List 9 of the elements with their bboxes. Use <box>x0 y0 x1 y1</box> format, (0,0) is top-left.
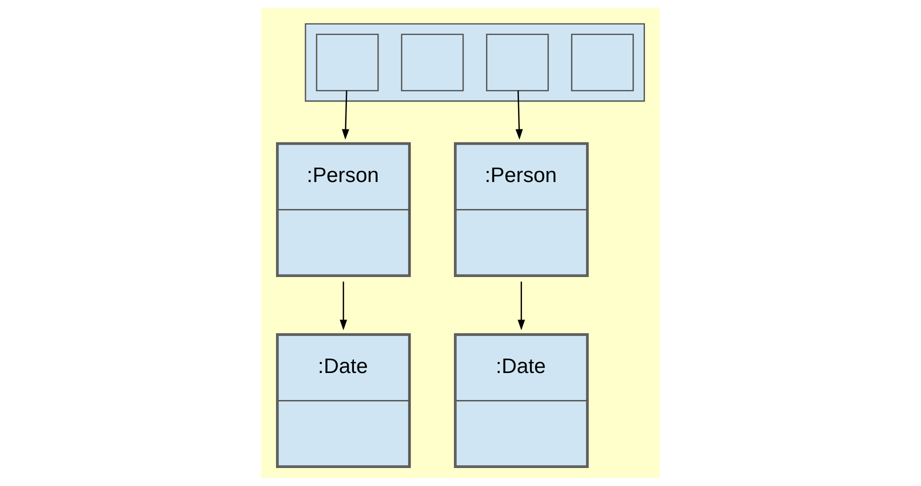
node-box <box>316 34 379 92</box>
arrow <box>342 90 350 140</box>
arrow <box>340 282 348 330</box>
node-box <box>486 34 549 92</box>
node-box <box>571 34 634 92</box>
arrow <box>518 282 525 330</box>
cluster <box>304 23 645 102</box>
arrow <box>516 90 523 140</box>
node-box <box>400 34 464 92</box>
